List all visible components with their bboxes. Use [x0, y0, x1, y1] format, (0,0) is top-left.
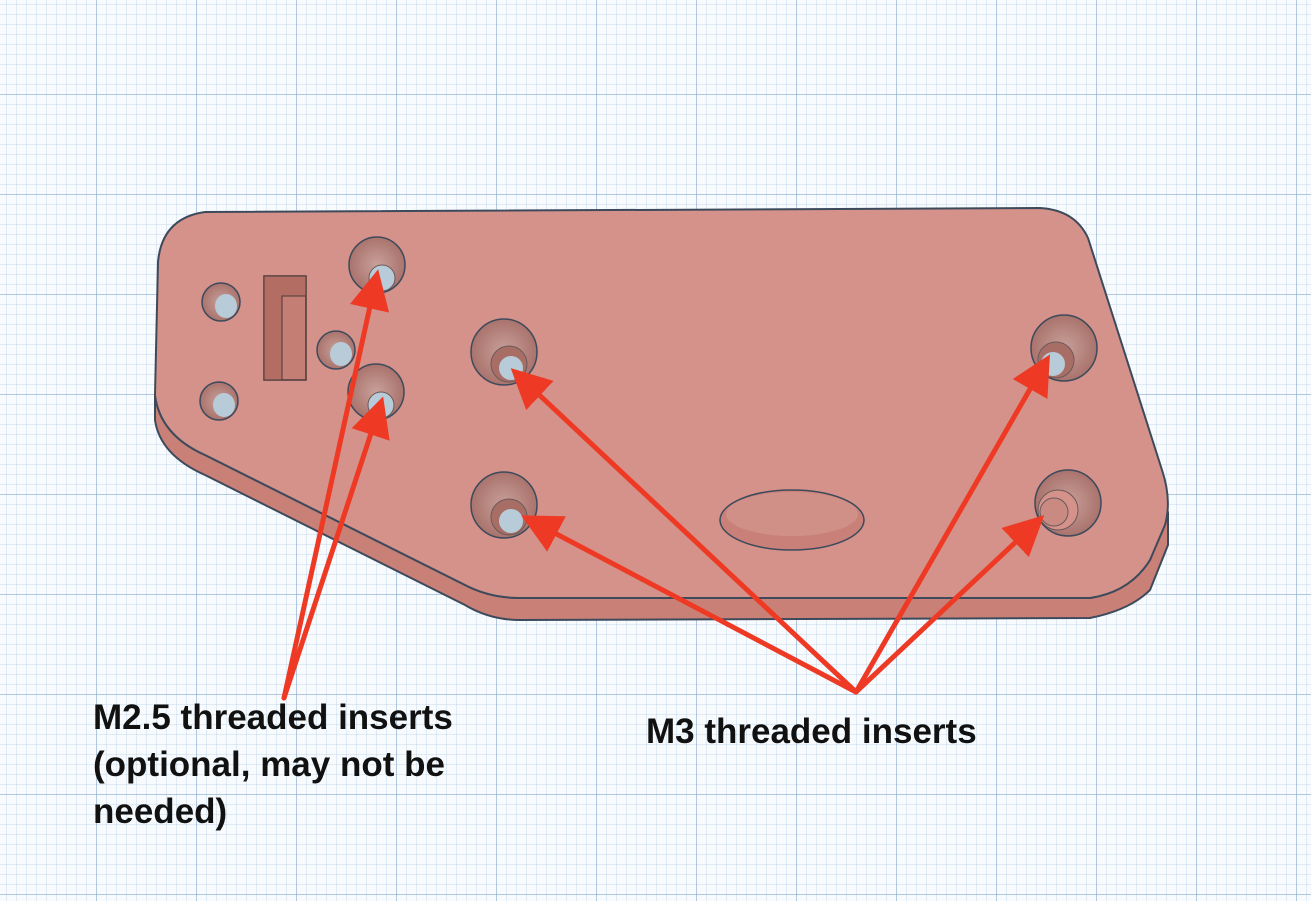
small-hole	[201, 282, 241, 322]
m3-insert-hole	[470, 471, 538, 539]
m3-arrow	[510, 368, 859, 695]
m25-insert-label: M2.5 threaded inserts (optional, may not…	[93, 694, 453, 835]
m3-insert-hole	[1034, 469, 1102, 537]
m3-arrow	[853, 354, 1050, 695]
m3-arrow	[521, 515, 859, 695]
m3-arrow	[853, 515, 1045, 695]
oval-recess	[719, 489, 865, 551]
part-top-face	[154, 207, 1169, 599]
m25-arrow	[281, 269, 390, 701]
m25-label-line: needed)	[93, 792, 228, 831]
small-hole	[316, 330, 356, 370]
m25-arrow	[281, 396, 390, 701]
small-hole	[199, 381, 239, 421]
rectangular-pocket	[263, 275, 307, 381]
m25-label-line: M2.5 threaded inserts	[93, 698, 453, 737]
m25-label-line: (optional, may not be	[93, 745, 445, 784]
m3-insert-label: M3 threaded inserts	[646, 712, 977, 751]
m3-insert-hole	[470, 318, 538, 386]
